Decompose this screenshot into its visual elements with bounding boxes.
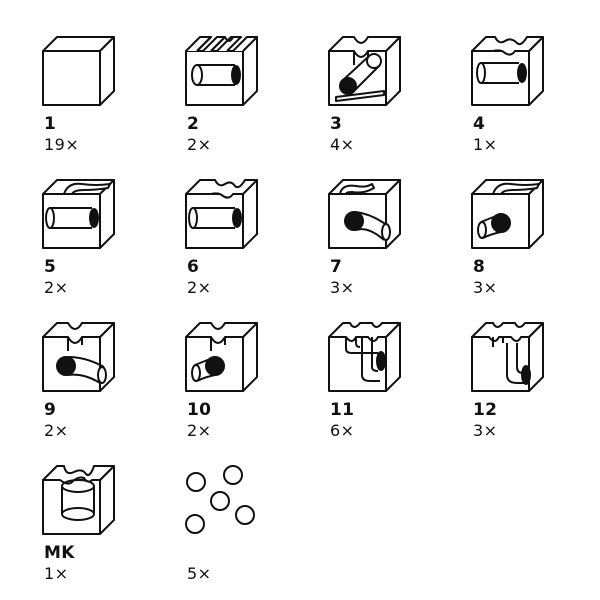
part-quantity: 2× [187, 135, 212, 154]
groove-funnel-cube-icon [185, 322, 258, 392]
part-number: 8 [473, 257, 486, 277]
part-number: 11 [330, 400, 355, 420]
part-11: 11 6× [328, 321, 428, 456]
part-quantity: 19× [44, 135, 80, 154]
part-number: 4 [473, 114, 486, 134]
part-quantity: 1× [44, 564, 69, 583]
part-1: 1 19× [42, 35, 142, 170]
part-number: 7 [330, 257, 343, 277]
diagonal-tube-cube-icon [328, 36, 401, 106]
tube-dip-cube-icon [185, 179, 258, 249]
vertical-drop-cube-icon [471, 322, 544, 392]
part-6: 6 2× [185, 178, 285, 313]
part-8: 8 3× [471, 178, 571, 313]
part-9: 9 2× [42, 321, 142, 456]
part-quantity: 4× [330, 135, 355, 154]
part-10: 10 2× [185, 321, 285, 456]
part-number: 12 [473, 400, 498, 420]
part-number: 2 [187, 114, 200, 134]
plain-cube-icon [42, 36, 115, 106]
part-number: MK [44, 543, 75, 563]
part-quantity: 3× [330, 278, 355, 297]
part-quantity: 5× [187, 564, 212, 583]
part-5: 5 2× [42, 178, 142, 313]
part-quantity: 3× [473, 278, 498, 297]
curve-funnel-cube-icon [328, 179, 401, 249]
part-number: 5 [44, 257, 57, 277]
part-mk: MK 1× [42, 464, 142, 599]
tube-curve-cube-icon [471, 36, 544, 106]
part-number: 10 [187, 400, 212, 420]
part-4: 4 1× [471, 35, 571, 170]
part-3: 3 4× [328, 35, 428, 170]
part-2: 2 2× [185, 35, 285, 170]
part-quantity: 1× [473, 135, 498, 154]
part-quantity: 2× [187, 278, 212, 297]
marble-icon [235, 505, 255, 525]
straight-tube-cube-icon [185, 36, 258, 106]
part-7: 7 3× [328, 178, 428, 313]
part-12: 12 3× [471, 321, 571, 456]
part-marbles: 5× [185, 464, 285, 599]
part-number: 9 [44, 400, 57, 420]
curve-funnel-cube-icon [471, 179, 544, 249]
marbles-icon [185, 465, 255, 534]
part-quantity: 3× [473, 421, 498, 440]
marble-icon [210, 491, 230, 511]
part-quantity: 2× [44, 421, 69, 440]
marble-icon [223, 465, 243, 485]
part-number: 6 [187, 257, 200, 277]
part-quantity: 6× [330, 421, 355, 440]
part-quantity: 2× [44, 278, 69, 297]
cross-channel-cube-icon [42, 465, 115, 535]
marble-icon [186, 472, 206, 492]
part-quantity: 2× [187, 421, 212, 440]
marble-icon [185, 514, 205, 534]
groove-funnel-cube-icon [42, 322, 115, 392]
curve-tube-cube-icon [42, 179, 115, 249]
part-number: 3 [330, 114, 343, 134]
vertical-drop-cube-icon [328, 322, 401, 392]
part-number: 1 [44, 114, 57, 134]
